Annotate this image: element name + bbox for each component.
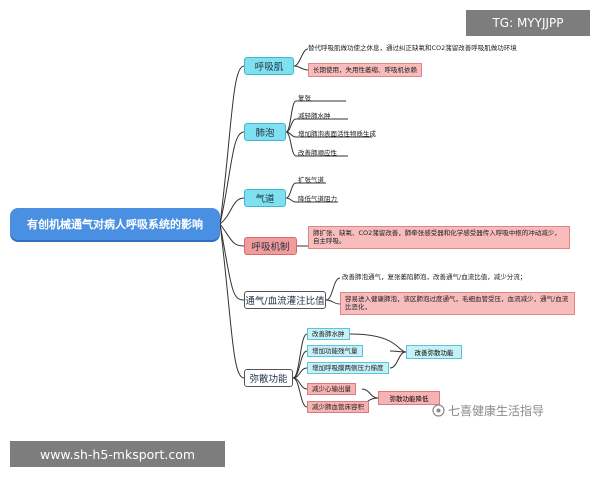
root-title: 有创机械通气对病人呼吸系统的影响 bbox=[27, 218, 203, 231]
tg-text: TG: MYYJJPP bbox=[492, 16, 564, 30]
leaf-alveoli-4: 改善肺顺应性 bbox=[298, 149, 337, 157]
watermark: 七喜健康生活指导 bbox=[432, 402, 544, 419]
node-respiratory-muscle-label: 呼吸肌 bbox=[254, 62, 284, 73]
node-ventilation-perfusion: 通气/血流灌注比值 bbox=[244, 291, 326, 309]
node-airway-label: 气道 bbox=[255, 194, 275, 205]
node-alveoli: 肺泡 bbox=[244, 123, 286, 141]
leaf-airway-2: 降低气道阻力 bbox=[298, 195, 337, 203]
diffusion-improve-summary-label: 改善弥散功能 bbox=[414, 349, 454, 357]
leaf-airway-1: 扩张气道 bbox=[298, 176, 324, 184]
leaf-respiratory-muscle-1: 替代呼吸肌做功使之休息，通过纠正缺氧和CO2潴留改善呼吸肌做功环境 bbox=[308, 44, 517, 52]
leaf-respiratory-muscle-2: 长期使用，失用性萎缩、呼吸机依赖 bbox=[308, 63, 422, 78]
node-airway: 气道 bbox=[244, 189, 286, 207]
leaf-alveoli-1: 复张 bbox=[298, 94, 311, 102]
node-diffusion-label: 弥散功能 bbox=[249, 374, 288, 385]
tg-badge: TG: MYYJJPP bbox=[466, 10, 590, 36]
watermark-logo-icon bbox=[432, 404, 445, 417]
leaf-ventilation-perfusion-1: 改善肺泡通气，复张萎陷肺泡，改善通气/血流比值，减少分流； bbox=[342, 273, 527, 281]
node-respiratory-muscle: 呼吸肌 bbox=[244, 57, 294, 75]
node-respiratory-mechanism-label: 呼吸机制 bbox=[251, 242, 290, 253]
leaf-ventilation-perfusion-2: 容易进入健康肺泡，该区肺泡过度通气，毛细血管受压，血流减少，通气/血流比恶化， bbox=[340, 292, 575, 315]
leaf-diffusion-improve-3: 增加呼吸膜两侧压力梯度 bbox=[307, 362, 389, 375]
leaf-diffusion-reduce-1: 减少心输出量 bbox=[307, 383, 356, 396]
watermark-text: 七喜健康生活指导 bbox=[448, 404, 545, 418]
leaf-diffusion-reduce-2: 减少肺血管床容积 bbox=[307, 401, 369, 414]
leaf-alveoli-3: 增加肺泡表面活性物质生成 bbox=[298, 130, 376, 138]
leaf-diffusion-improve-1: 改善肺水肿 bbox=[307, 328, 350, 341]
node-alveoli-label: 肺泡 bbox=[255, 128, 275, 139]
url-footer: www.sh-h5-mksport.com bbox=[10, 441, 225, 467]
root-node: 有创机械通气对病人呼吸系统的影响 bbox=[10, 208, 220, 240]
leaf-diffusion-improve-2: 增加功能残气量 bbox=[307, 345, 363, 358]
node-respiratory-mechanism: 呼吸机制 bbox=[244, 237, 297, 255]
diffusion-reduce-summary-label: 弥散功能降低 bbox=[389, 395, 429, 403]
leaf-alveoli-2: 减轻肺水肿 bbox=[298, 112, 331, 120]
node-diffusion: 弥散功能 bbox=[244, 369, 293, 387]
node-ventilation-perfusion-label: 通气/血流灌注比值 bbox=[245, 296, 325, 307]
diffusion-improve-summary: 改善弥散功能 bbox=[406, 345, 462, 359]
leaf-respiratory-mechanism: 肺扩张、缺氧、CO2潴留改善，肺牵张感受器和化学感受器传入呼吸中枢的冲动减少，自… bbox=[308, 226, 570, 249]
url-text: www.sh-h5-mksport.com bbox=[39, 446, 196, 462]
diffusion-reduce-summary: 弥散功能降低 bbox=[378, 391, 440, 405]
